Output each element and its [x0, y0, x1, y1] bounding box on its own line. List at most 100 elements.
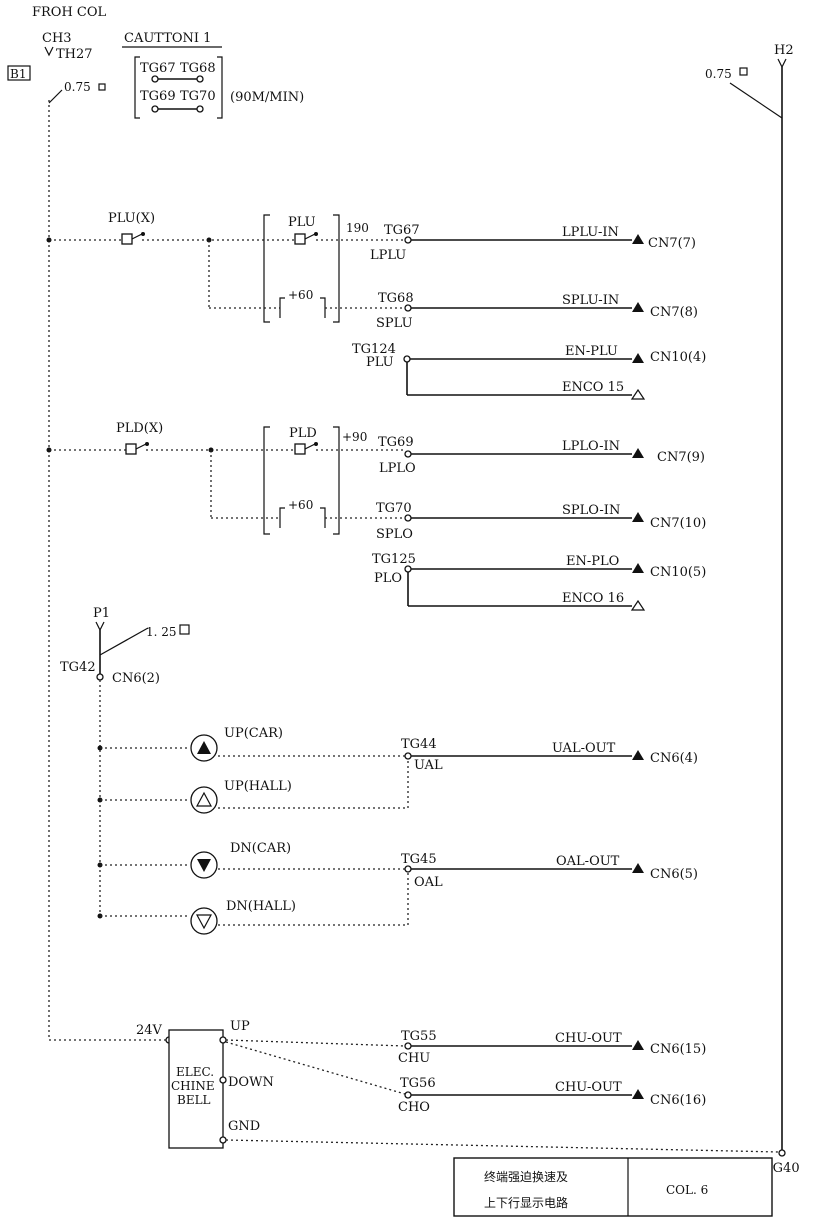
dn-car-arrow-icon: [197, 859, 211, 872]
tg44-terminal: [404, 752, 412, 760]
h2-connector-symbol: [777, 58, 787, 69]
caution-tg70: TG70: [180, 89, 216, 104]
th27-label: TH27: [56, 47, 93, 62]
cn7-10-label: CN7(10): [650, 516, 706, 531]
tg70-terminal: [404, 514, 412, 522]
bell-up-to-tg55: [225, 1039, 406, 1047]
lplu-in-arrow: [632, 234, 644, 244]
tg69-terminal: [404, 450, 412, 458]
bell-name-line3: BELL: [177, 1093, 211, 1107]
pld-contact-arm: [304, 443, 316, 450]
pld-plus60-label: +60: [288, 498, 313, 512]
lplu-label: LPLU: [370, 248, 406, 263]
tg42-label: TG42: [60, 660, 96, 675]
oal-out-arrow: [632, 863, 644, 873]
plu-bracket-right: [333, 214, 340, 323]
tg40-label: TG40: [764, 1161, 800, 1176]
caution-tg67: TG67: [140, 61, 176, 76]
up-hall-label: UP(HALL): [224, 779, 292, 794]
tg125-label: TG125: [372, 552, 416, 567]
caution-tg69: TG69: [140, 89, 176, 104]
p1-connector-symbol: [95, 621, 105, 632]
pld-bracket-left: [263, 426, 270, 535]
dn-hall-label: DN(HALL): [226, 899, 296, 914]
wire-size-right: 0.75: [705, 67, 732, 81]
title-block-frame: [453, 1157, 773, 1217]
chu-out-arrow-2: [632, 1089, 644, 1099]
bell-up-to-tg56: [225, 1041, 406, 1095]
splu-label: SPLU: [376, 316, 413, 331]
enco16-label: ENCO 16: [562, 591, 624, 606]
chu-label: CHU: [398, 1051, 430, 1066]
bell-down-label: DOWN: [228, 1075, 274, 1090]
tg124-terminal: [403, 355, 411, 363]
h2-switch-arm: [729, 82, 783, 119]
bell-down-terminal: [219, 1076, 227, 1084]
plo-label: PLO: [374, 571, 402, 586]
wire-square-right: [739, 67, 748, 76]
oal-label: OAL: [414, 875, 443, 890]
tg68-label: TG68: [378, 291, 414, 306]
h2-label: H2: [774, 43, 794, 58]
caution-jumper1-b: [196, 75, 204, 83]
lplo-in-label: LPLO-IN: [562, 439, 620, 454]
splo-in-arrow: [632, 512, 644, 522]
tg69-label: TG69: [378, 435, 414, 450]
bell-name-line1: ELEC.: [176, 1065, 214, 1079]
pld-x-label: PLD(X): [116, 421, 163, 436]
bell-name-line2: CHINE: [171, 1079, 215, 1093]
tg44-label: TG44: [401, 737, 437, 752]
plu-delay-label: 190: [346, 221, 369, 235]
plu-contact-arm: [304, 233, 316, 240]
plu-timer-bracket-right: [320, 297, 326, 318]
cn7-9-label: CN7(9): [657, 450, 705, 465]
plu-x-label: PLU(X): [108, 211, 155, 226]
bell-up-label: UP: [230, 1019, 250, 1034]
p1-switch-arm: [99, 627, 149, 656]
caution-bracket-right: [217, 56, 223, 119]
pld-delay-label: +90: [342, 430, 367, 444]
cn6-16-label: CN6(16): [650, 1093, 706, 1108]
up-car-label: UP(CAR): [224, 726, 283, 741]
caution-jumper2-b: [196, 105, 204, 113]
pld-contact-node: [314, 442, 318, 446]
tg42-terminal: [96, 673, 104, 681]
en-plo-label: EN-PLO: [566, 554, 619, 569]
tg45-terminal: [404, 865, 412, 873]
bell-24v-label: 24V: [136, 1023, 163, 1038]
cn6-15-label: CN6(15): [650, 1042, 706, 1057]
bell-gnd-terminal: [219, 1136, 227, 1144]
cn6-4-label: CN6(4): [650, 751, 698, 766]
ch3-label: CH3: [42, 31, 72, 46]
bell-up-terminal: [219, 1036, 227, 1044]
up-car-arrow-icon: [197, 741, 211, 754]
pld-timer-bracket-left: [279, 507, 285, 528]
plu-contact-node: [314, 232, 318, 236]
splo-in-label: SPLO-IN: [562, 503, 620, 518]
tg55-terminal: [404, 1042, 412, 1050]
wire-size-left: 0.75: [64, 80, 91, 94]
plu-x-contact: [121, 233, 133, 245]
bell-gnd-wire: [225, 1139, 780, 1153]
title-block-line1: 终端强迫换速及: [484, 1169, 568, 1184]
caution-bracket-left: [134, 56, 140, 119]
pld-contact-label: PLD: [289, 426, 317, 441]
cn10-5-label: CN10(5): [650, 565, 706, 580]
plu-x-contact-node: [141, 232, 145, 236]
ual-out-label: UAL-OUT: [552, 741, 616, 756]
tg40-terminal: [778, 1149, 786, 1157]
splu-in-arrow: [632, 302, 644, 312]
lplo-label: LPLO: [379, 461, 416, 476]
pld-x-contact: [125, 443, 137, 455]
cn7-8-label: CN7(8): [650, 305, 698, 320]
plu-bracket-left: [263, 214, 270, 323]
plu-contact-label: PLU: [288, 215, 316, 230]
p1-wire-size: 1. 25: [146, 625, 177, 639]
dn-hall-arrow-icon: [195, 914, 213, 930]
lplo-in-arrow: [632, 448, 644, 458]
enco15-arrow: [630, 388, 646, 400]
caution-jumper1-a: [151, 75, 159, 83]
tg70-label: TG70: [376, 501, 412, 516]
pld-contact: [294, 443, 306, 455]
cho-label: CHO: [398, 1100, 430, 1115]
